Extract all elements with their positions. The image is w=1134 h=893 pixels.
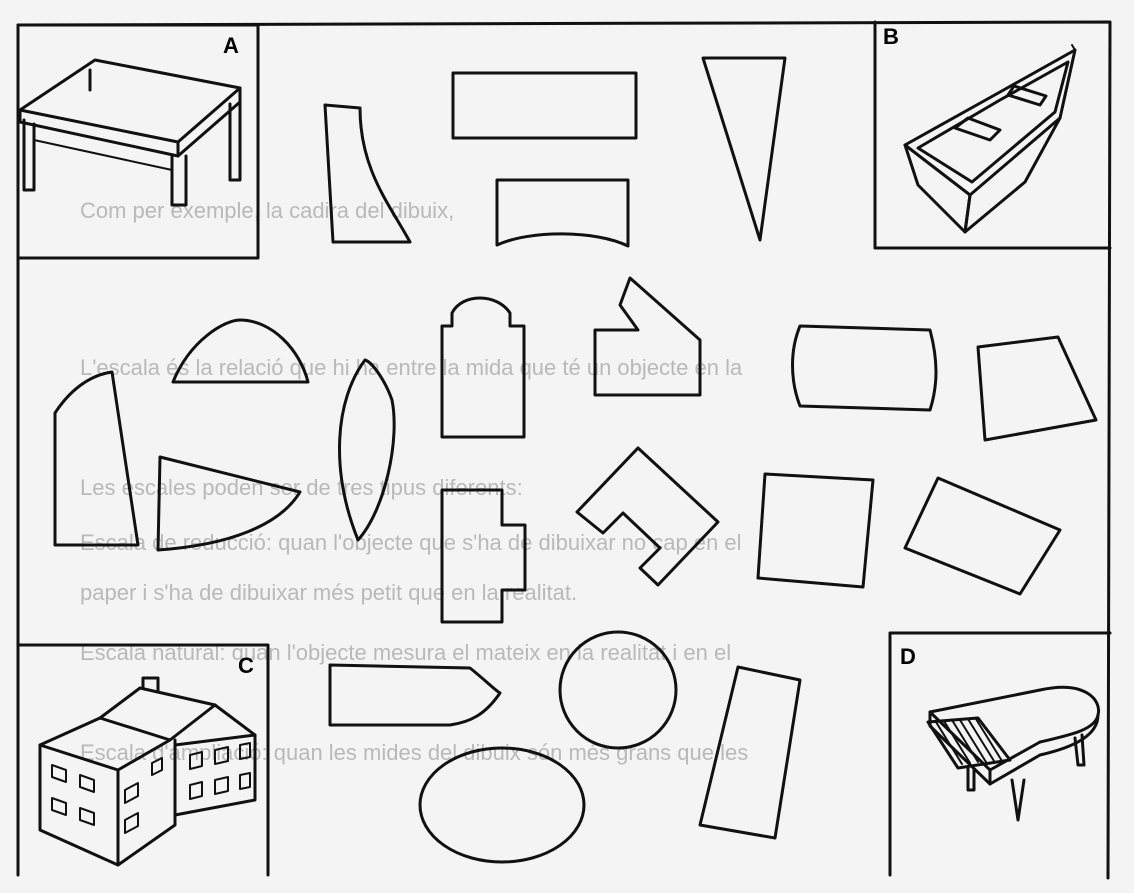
- piece-triangle: [703, 58, 785, 240]
- piece-ellipse: [420, 748, 584, 862]
- boat-icon: [905, 45, 1075, 232]
- piece-lens: [340, 360, 395, 540]
- background-text-line: Escala de reducció: quan l'objecte que s…: [80, 530, 742, 555]
- table-icon: [20, 60, 240, 205]
- background-text-line: Les escales poden ser de tres tipus dife…: [80, 475, 523, 500]
- panel-a-label: A: [223, 33, 239, 58]
- panel-d: D: [890, 633, 1110, 875]
- piece-quadrilateral-right: [978, 337, 1096, 440]
- piece-barrel: [793, 326, 937, 410]
- piece-notched-diamond: [577, 448, 718, 585]
- background-show-through-text: Com per exemple, la cadira del dibuix, L…: [80, 198, 748, 765]
- piano-icon: [928, 687, 1099, 820]
- piece-concave-rectangle: [497, 180, 628, 246]
- piece-tilted-rectangle: [905, 478, 1060, 594]
- piece-quarter-round: [55, 372, 138, 545]
- panel-b-label: B: [883, 24, 899, 49]
- piece-square: [758, 474, 873, 587]
- panel-b: B: [875, 22, 1110, 248]
- piece-arrow-rectangle: [330, 665, 500, 725]
- panel-d-label: D: [900, 644, 916, 669]
- piece-rectangle: [453, 73, 636, 138]
- panel-c-label: C: [238, 653, 254, 678]
- panel-a: A: [18, 25, 258, 258]
- panel-a-frame: [18, 25, 258, 258]
- house-icon: [40, 678, 255, 865]
